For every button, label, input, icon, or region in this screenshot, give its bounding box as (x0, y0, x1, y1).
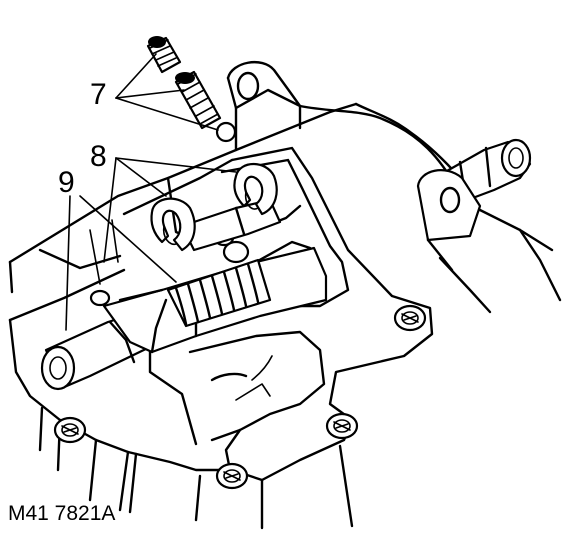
callout-9: 9 (58, 166, 75, 199)
bolt-hole (53, 416, 87, 444)
figure-reference-code: M41 7821A (8, 502, 115, 525)
callout-8: 8 (90, 140, 107, 173)
bolt-hole (215, 462, 249, 490)
detent-ball (215, 121, 237, 143)
shim-clip-left (150, 197, 196, 252)
bolt-hole (325, 412, 359, 440)
bolt-hole (393, 304, 427, 332)
interlock-spring (166, 240, 272, 328)
callout-7: 7 (90, 78, 107, 111)
shim-clip-right (233, 162, 278, 216)
bolt-holes (53, 229, 427, 490)
bolt-hole (89, 289, 111, 307)
detent-spring-upper (146, 36, 182, 74)
detent-spring-lower (174, 70, 222, 130)
leader-lines (65, 53, 237, 331)
